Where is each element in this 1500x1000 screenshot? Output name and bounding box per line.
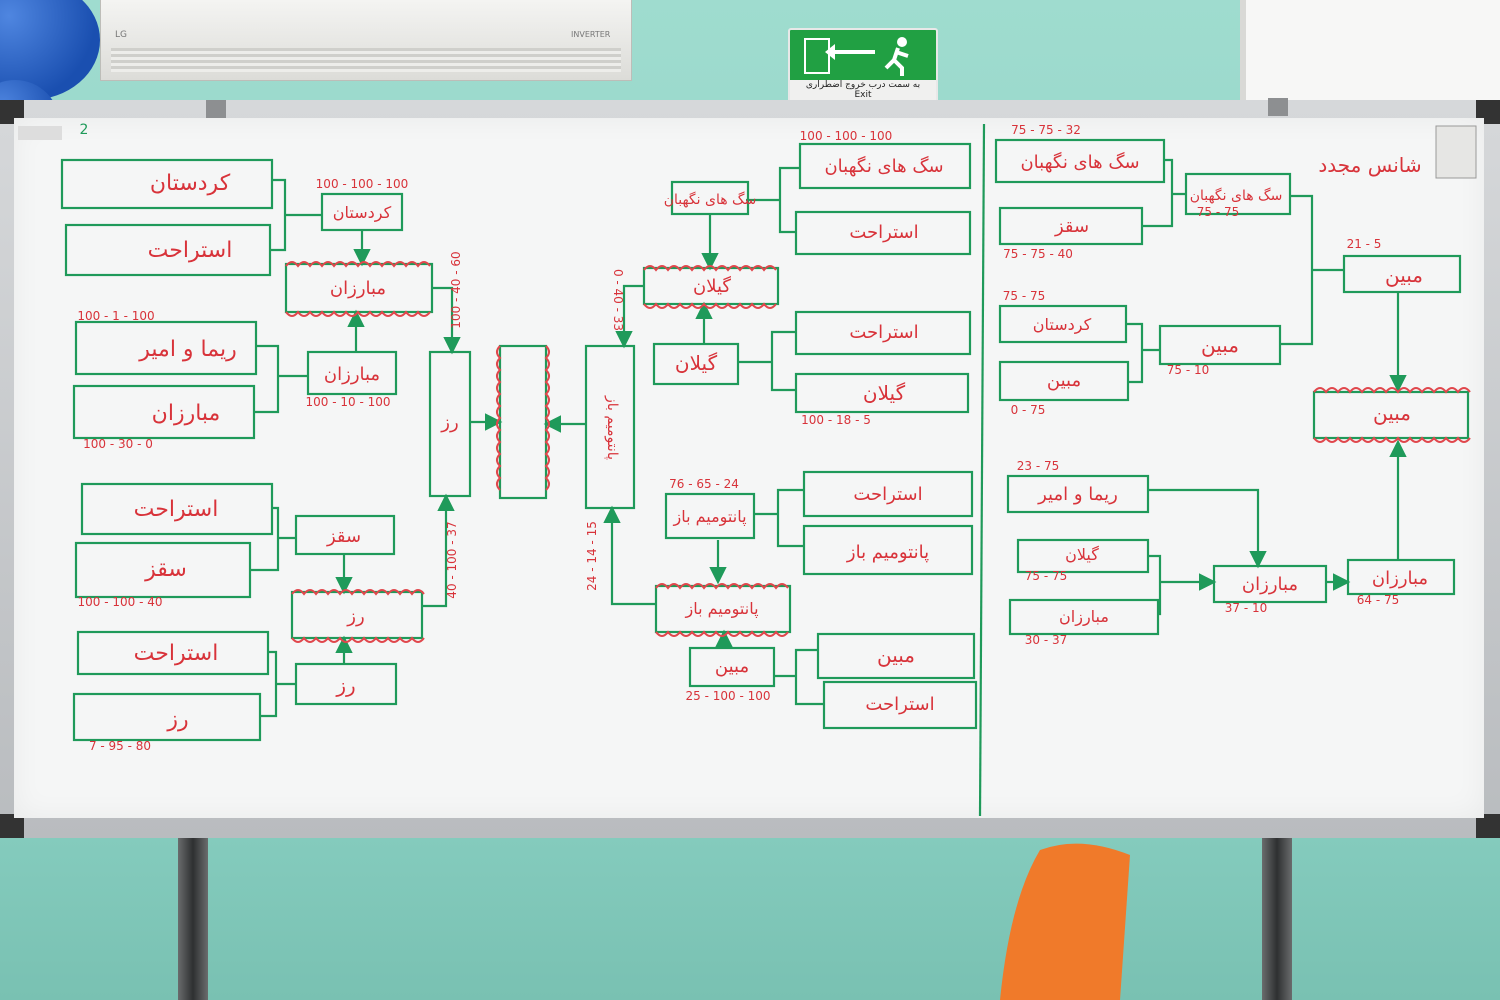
team-label: استراحت [134,641,219,666]
score: 64 - 75 [1357,593,1400,607]
orange-chair [1000,843,1130,1000]
winner-label: کردستان [333,203,392,223]
score: 75 - 75 [1025,569,1068,583]
winner-label: مبین [715,656,749,677]
team-label: مبارزان [1059,607,1109,627]
winner-label: مبارزان [324,364,380,385]
score: 75 - 75 [1003,289,1046,303]
score: 100 - 10 - 100 [306,395,391,409]
label-sticker [1435,125,1477,179]
score: 40 - 100 - 37 [445,521,459,598]
exit-sign-text: به سمت درب خروج اضطراری Exit [790,80,936,100]
team-label: کردستان [1033,315,1092,335]
winner-label: مبین [1201,333,1239,357]
score: 75 - 10 [1167,363,1210,377]
score: 75 - 75 [1197,205,1240,219]
team-label: مبین [1047,370,1081,391]
score: 100 - 1 - 100 [77,309,154,323]
team-label: سقز [144,557,187,582]
score: 0 - 40 - 33 [611,269,625,331]
air-conditioner: LG INVERTER [100,0,632,81]
header-label: شانس مجدد [1318,153,1421,177]
frame-corner [0,814,24,838]
team-label: استراحت [853,484,922,505]
team-label: ریما و امیر [1037,484,1118,505]
winner-label: سگ های نگهبان [664,191,757,208]
board-clip [1268,98,1288,116]
semi-label: مبین [1385,263,1423,287]
score: 75 - 75 - 40 [1003,247,1073,261]
winner-label: گیلان [675,351,718,375]
final-label: مبین [1373,401,1411,425]
team-label: استراحت [865,694,934,715]
team-label: مبارزان [152,401,221,426]
lower-wall [0,838,1500,1000]
ac-vent [111,48,621,72]
exit-sign-english: Exit [854,90,872,100]
exit-sign-persian: به سمت درب خروج اضطراری [805,80,921,90]
round2-label: رز [346,606,364,627]
score: 37 - 10 [1225,601,1268,615]
board-stand-right [1262,838,1292,1000]
score: 24 - 14 - 15 [585,521,599,591]
winner-label: سگ های نگهبان [1190,187,1283,204]
score: 76 - 65 - 24 [669,477,739,491]
team-label: ریما و امیر [138,337,236,362]
team-label: گیلان [863,381,906,405]
semi-label: رز [440,412,458,433]
board-clip [206,100,226,118]
team-label: سقز [1054,216,1089,237]
score: 30 - 37 [1025,633,1068,647]
ac-label: INVERTER [571,30,611,39]
team-label: پانتومیم باز [846,542,929,563]
round2-label: گیلان [693,275,731,297]
winner-label: مبارزان [1242,574,1298,595]
team-label: گیلان [1065,545,1099,564]
team-label: رز [166,707,188,732]
winner-label: پانتومیم باز [672,507,746,527]
score: 100 - 100 - 100 [316,177,409,191]
team-label: استراحت [849,222,918,243]
ac-brand: LG [115,30,127,40]
score: 21 - 5 [1347,237,1382,251]
frame-corner [1476,814,1500,838]
window [1240,0,1500,110]
team-label: مبین [877,643,915,667]
round2-label: پانتومیم باز [684,599,758,619]
round2-label: مبارزان [330,278,386,299]
brand-sticker [18,126,62,140]
score: 25 - 100 - 100 [686,689,771,703]
exit-door-icon [804,38,830,74]
emergency-exit-sign: به سمت درب خروج اضطراری Exit [788,28,938,104]
score: 7 - 95 - 80 [89,739,151,753]
score: 100 - 18 - 5 [801,413,871,427]
score: 23 - 75 [1017,459,1060,473]
semi-label: پانتومیم باز [604,395,620,460]
team-label: استراحت [849,322,918,343]
score: 100 - 30 - 0 [83,437,153,451]
running-man-icon [825,37,909,76]
team-label: سگ های نگهبان [1020,151,1139,173]
score: 100 - 100 - 100 [800,129,893,143]
page-number: 2 [80,122,89,138]
semi-label: مبارزان [1372,568,1428,589]
score: 0 - 75 [1011,403,1046,417]
team-label: کردستان [150,171,231,196]
team-label: استراحت [134,497,219,522]
winner-label: سقز [326,526,361,547]
board-stand-left [178,838,208,1000]
team-label: سگ های نگهبان [824,155,943,177]
score: 100 - 100 - 40 [78,595,163,609]
score: 75 - 75 - 32 [1011,123,1081,137]
score: 100 - 40 - 60 [449,251,463,328]
team-label: استراحت [148,238,233,263]
winner-label: رز [335,673,355,697]
